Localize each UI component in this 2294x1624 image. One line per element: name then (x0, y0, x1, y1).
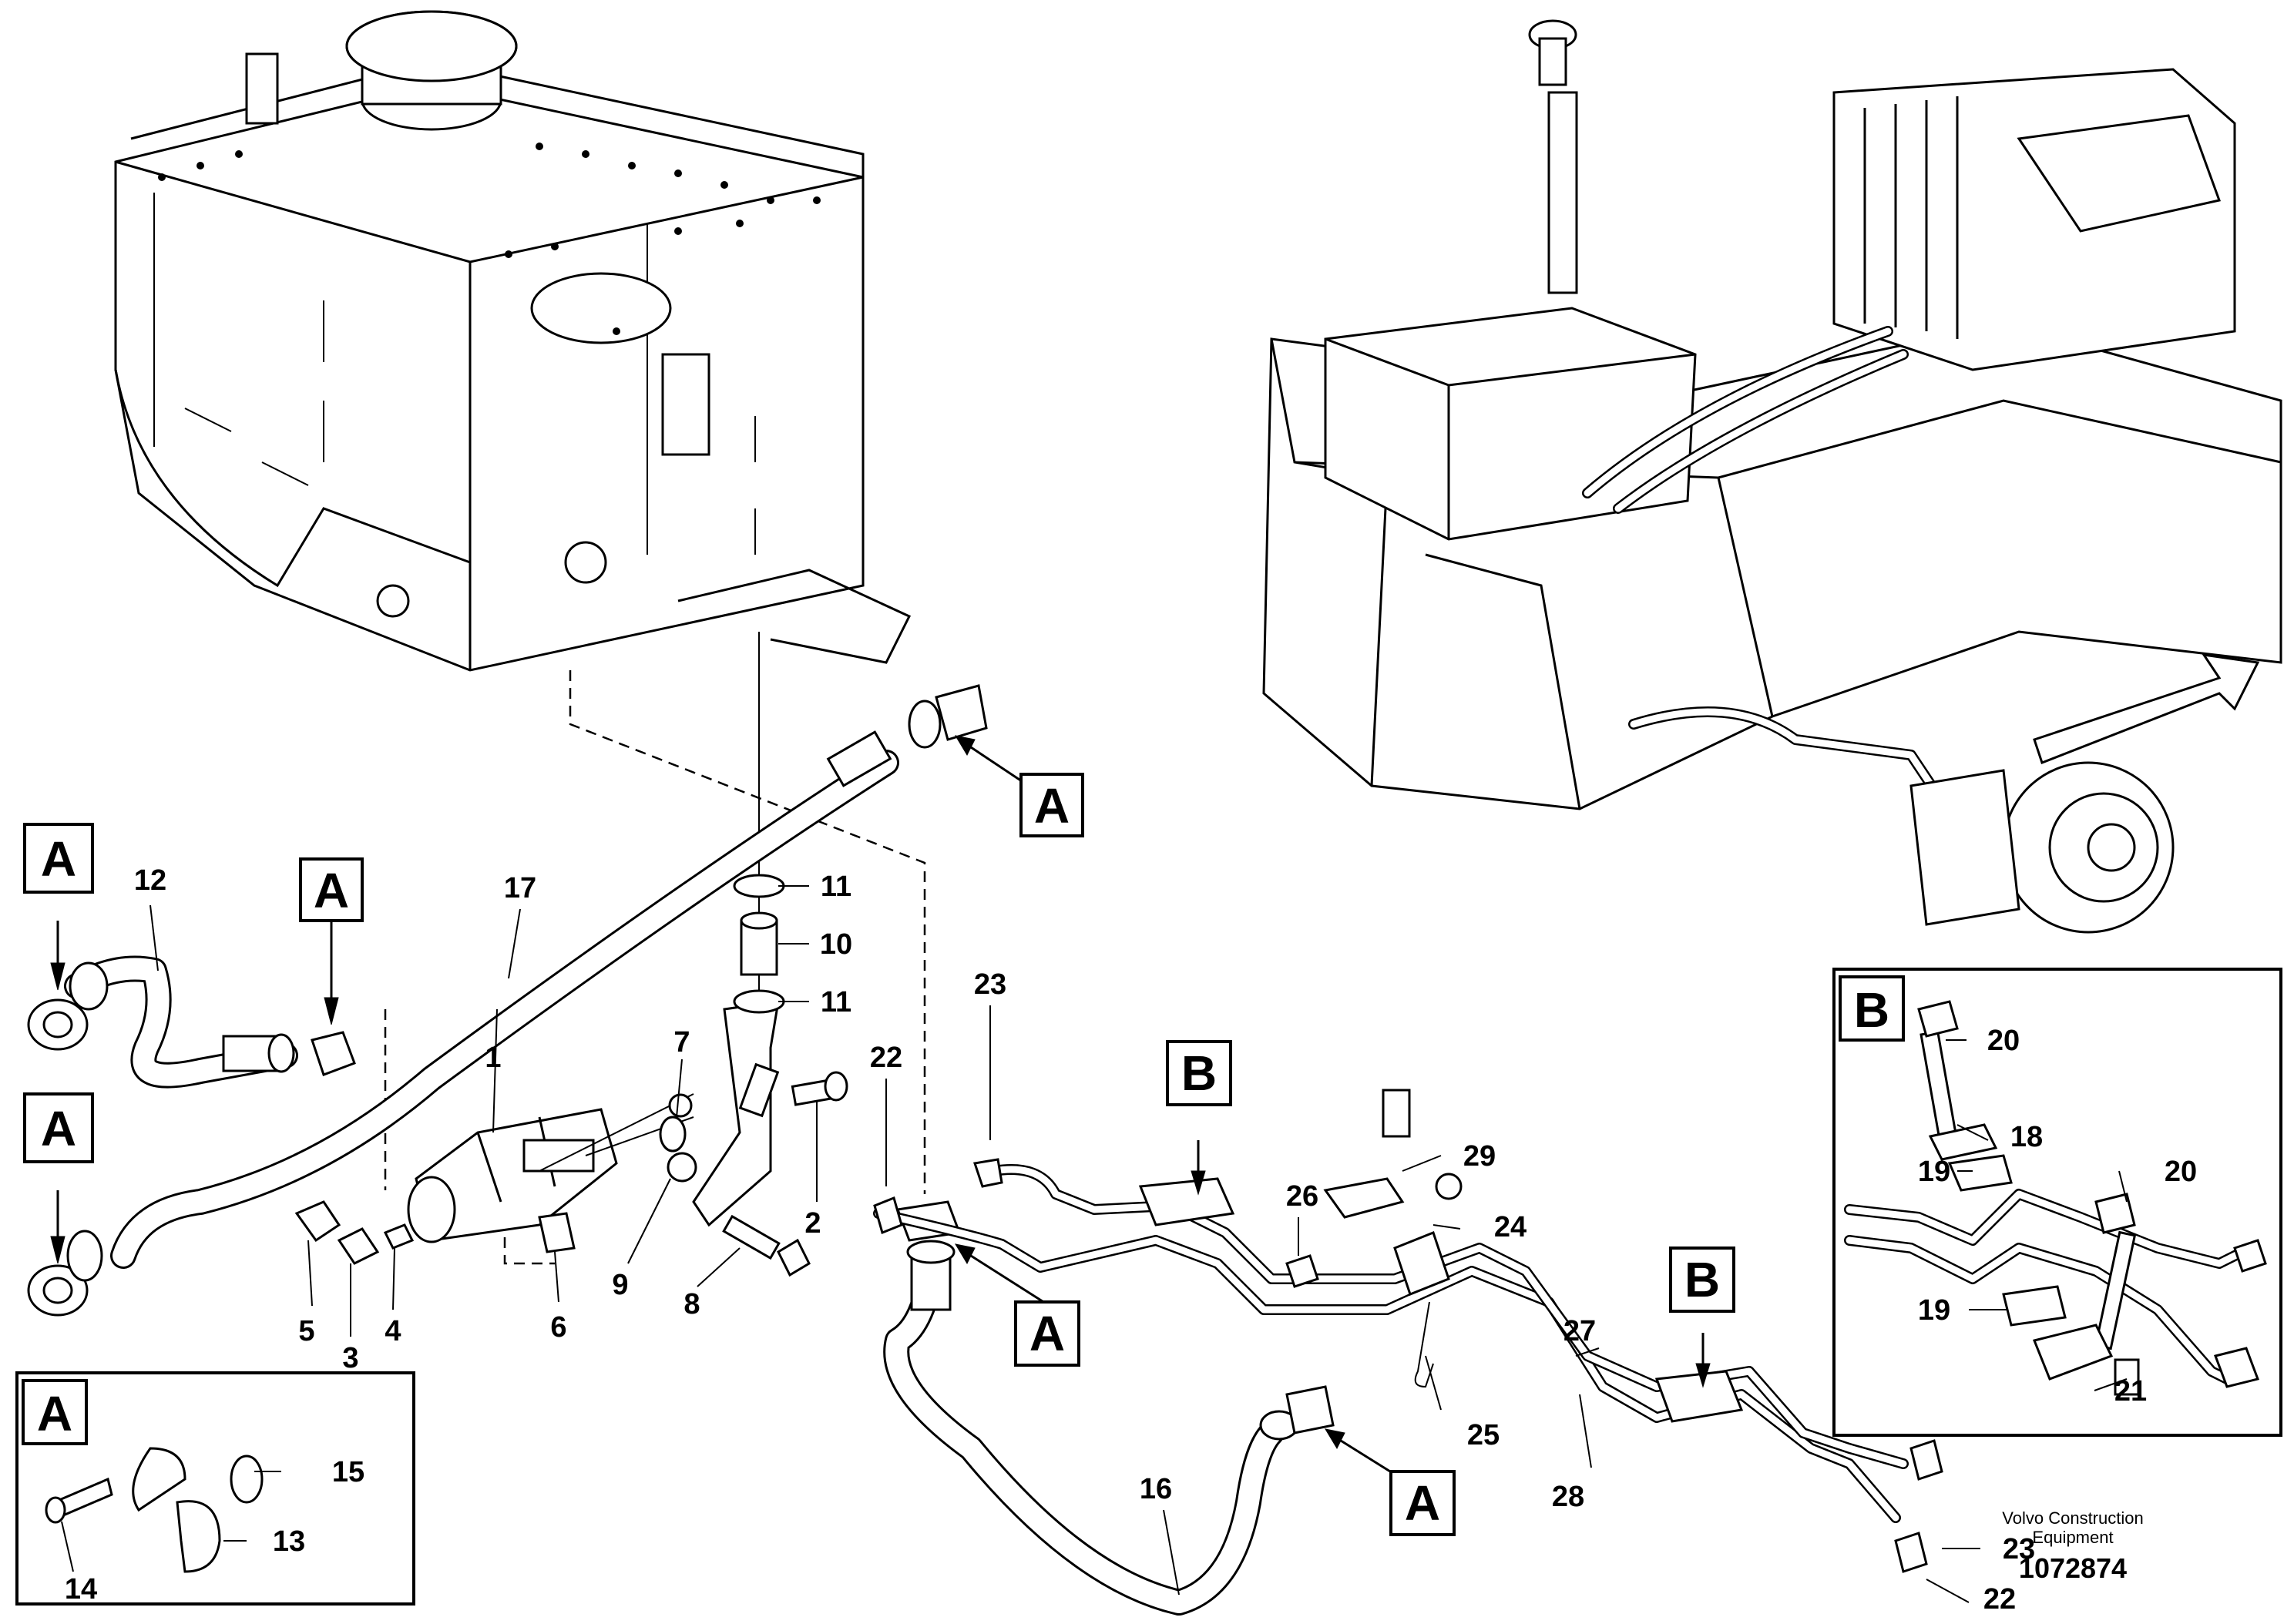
svg-text:A: A (1405, 1475, 1440, 1531)
hydraulic-tank (114, 10, 912, 672)
o-ring-7 (659, 1116, 687, 1153)
detail-b-label: B (1854, 982, 1889, 1038)
credit-line-2: Equipment (2032, 1528, 2113, 1547)
part-19-bottom: 19 (1918, 1294, 1950, 1327)
drawing-number: 1072874 (2019, 1552, 2127, 1584)
part-12: 12 (134, 864, 166, 897)
part-3: 3 (342, 1342, 358, 1374)
number-leaders (61, 885, 2128, 1603)
part-numbers: 1 2 3 4 5 6 7 8 9 10 11 11 12 13 14 15 1… (65, 864, 2197, 1616)
part-21: 21 (2114, 1375, 2147, 1408)
svg-text:A: A (41, 831, 76, 887)
part-28: 28 (1552, 1481, 1584, 1513)
part-8: 8 (683, 1288, 700, 1320)
svg-text:A: A (314, 863, 349, 918)
part-18: 18 (2010, 1121, 2043, 1153)
small-fittings (294, 1200, 576, 1265)
part-23-right: 23 (2003, 1533, 2035, 1565)
part-16: 16 (1140, 1473, 1172, 1505)
callout-a-center: A (1014, 1300, 1080, 1367)
part-25: 25 (1467, 1419, 1500, 1451)
hose-coupling-10 (733, 874, 785, 1014)
part-22-left: 22 (870, 1042, 902, 1074)
part-5: 5 (298, 1315, 314, 1347)
bracket (667, 1000, 848, 1277)
part-19-top: 19 (1918, 1156, 1950, 1188)
hose-16 (883, 1200, 1335, 1616)
part-20-top: 20 (1987, 1025, 2020, 1057)
part-22-right: 22 (1983, 1583, 2016, 1616)
part-17: 17 (504, 872, 536, 904)
callout-b-center: B (1166, 1040, 1232, 1106)
part-20-right: 20 (2165, 1156, 2197, 1188)
callout-a-top-center: A (1019, 773, 1084, 837)
part-7: 7 (673, 1026, 690, 1059)
svg-text:B: B (1181, 1045, 1217, 1101)
callout-arrows (50, 735, 1711, 1481)
callout-a-left-bottom: A (23, 1092, 94, 1163)
callout-a-left-middle: A (299, 857, 364, 922)
machine-frame (1262, 19, 2282, 934)
hose-12 (64, 955, 298, 1089)
callout-a-left-top: A (23, 823, 94, 894)
part-2: 2 (804, 1207, 821, 1240)
flange-fittings-left (27, 998, 356, 1317)
callout-boxes: A A A A A A B B (23, 773, 1735, 1536)
part-29: 29 (1463, 1140, 1496, 1173)
part-11-top: 11 (821, 871, 851, 903)
hose-17 (110, 684, 988, 1269)
svg-text:A: A (1034, 778, 1070, 834)
part-26: 26 (1286, 1180, 1318, 1213)
part-15: 15 (332, 1456, 364, 1488)
callout-a-bottom: A (1389, 1470, 1456, 1536)
part-27: 27 (1563, 1315, 1596, 1347)
detail-a: A (15, 1371, 415, 1606)
credit-line-1: Volvo Construction (2002, 1508, 2143, 1528)
part-11-bottom: 11 (821, 986, 851, 1018)
part-1: 1 (485, 1042, 501, 1074)
part-14: 14 (65, 1573, 97, 1606)
part-6: 6 (550, 1311, 566, 1344)
sensor-and-block (1285, 1089, 1463, 1388)
part-9: 9 (612, 1269, 628, 1301)
part-13: 13 (273, 1525, 305, 1558)
svg-text:A: A (41, 1101, 76, 1156)
detail-b: B (1832, 968, 2282, 1437)
svg-text:A: A (1029, 1306, 1065, 1361)
svg-text:B: B (1684, 1252, 1720, 1307)
pump-1 (407, 1093, 694, 1243)
callout-b-right: B (1669, 1247, 1735, 1313)
part-23-left: 23 (974, 968, 1006, 1001)
part-4: 4 (385, 1315, 401, 1347)
part-24: 24 (1494, 1211, 1527, 1243)
detail-a-label: A (37, 1386, 72, 1441)
part-10: 10 (820, 928, 852, 961)
credit-block: Volvo Construction Equipment 1072874 (2002, 1508, 2143, 1584)
